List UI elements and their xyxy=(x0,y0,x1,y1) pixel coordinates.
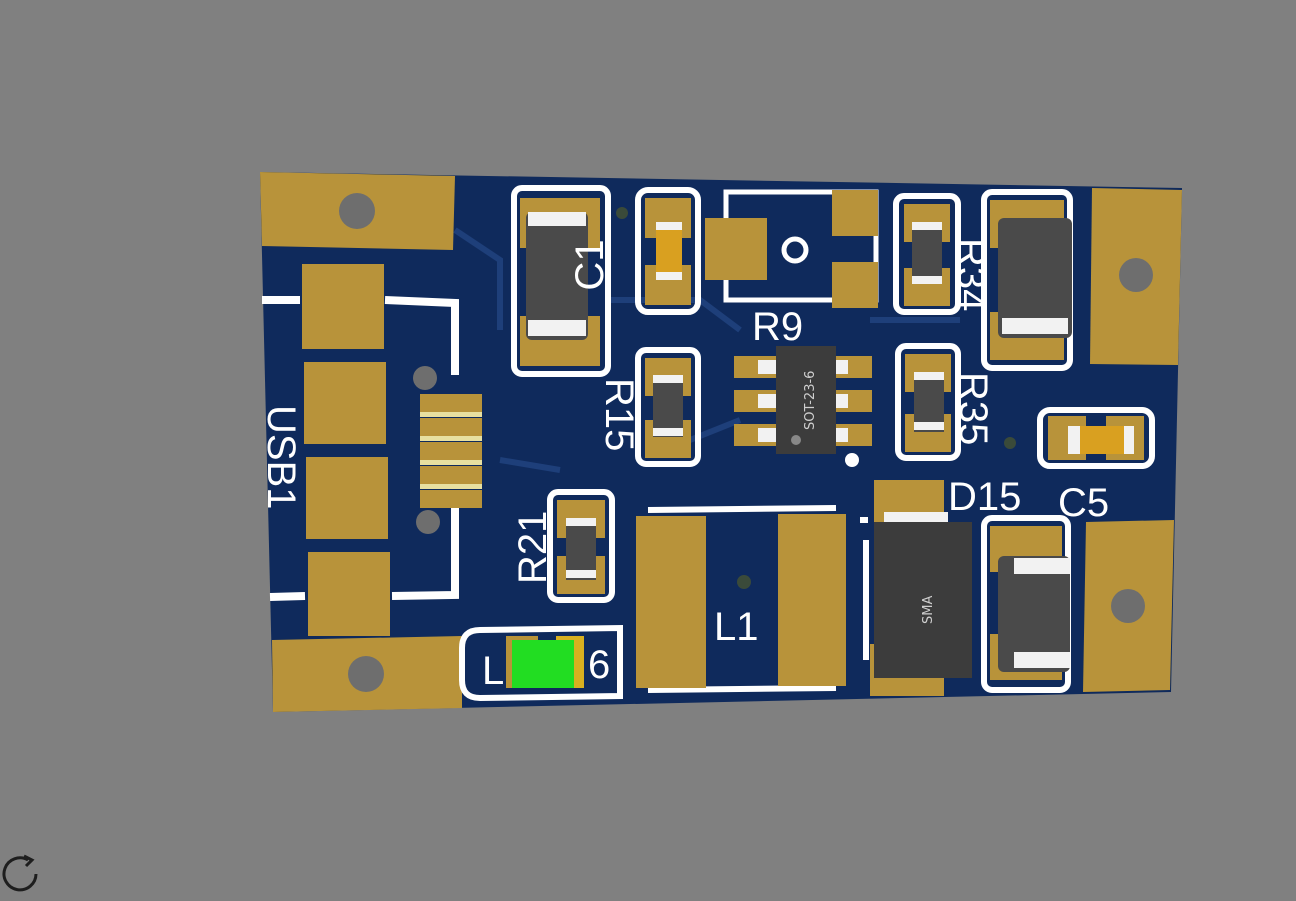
label-diode-package: SMA xyxy=(921,596,936,624)
component-r9 xyxy=(705,189,879,308)
resistor-r35 xyxy=(895,343,961,461)
capacitor-c5 xyxy=(1037,407,1155,469)
capacitor-large-top-left xyxy=(511,185,611,377)
reset-view-button[interactable] xyxy=(0,852,44,896)
inductor-l1 xyxy=(636,505,846,693)
led-indicator xyxy=(459,624,623,702)
label-r15: R15 xyxy=(597,378,641,451)
label-l1: L1 xyxy=(714,605,759,649)
label-r9: R9 xyxy=(752,305,803,349)
resistor-r34 xyxy=(893,193,961,315)
resistor-r15 xyxy=(635,347,701,467)
ic-sot23-6 xyxy=(734,346,872,467)
capacitor-c1 xyxy=(635,187,701,315)
label-usb1: USB1 xyxy=(259,405,303,510)
resistor-r21 xyxy=(547,489,615,603)
label-r35: R35 xyxy=(951,372,995,445)
label-led-suffix: 6 xyxy=(588,643,610,687)
mounting-pads xyxy=(260,172,1182,712)
label-r21: R21 xyxy=(511,511,555,584)
label-ic-package: SOT-23-6 xyxy=(803,371,818,430)
label-led-prefix: L xyxy=(482,649,504,693)
diode-d15 xyxy=(860,480,972,696)
label-d15: D15 xyxy=(948,475,1021,519)
capacitor-large-bottom-right xyxy=(981,515,1071,693)
label-c1: C1 xyxy=(568,239,612,290)
capacitor-large-top-right xyxy=(981,189,1073,371)
rotate-icon xyxy=(2,854,38,892)
usb-connector xyxy=(262,264,482,636)
